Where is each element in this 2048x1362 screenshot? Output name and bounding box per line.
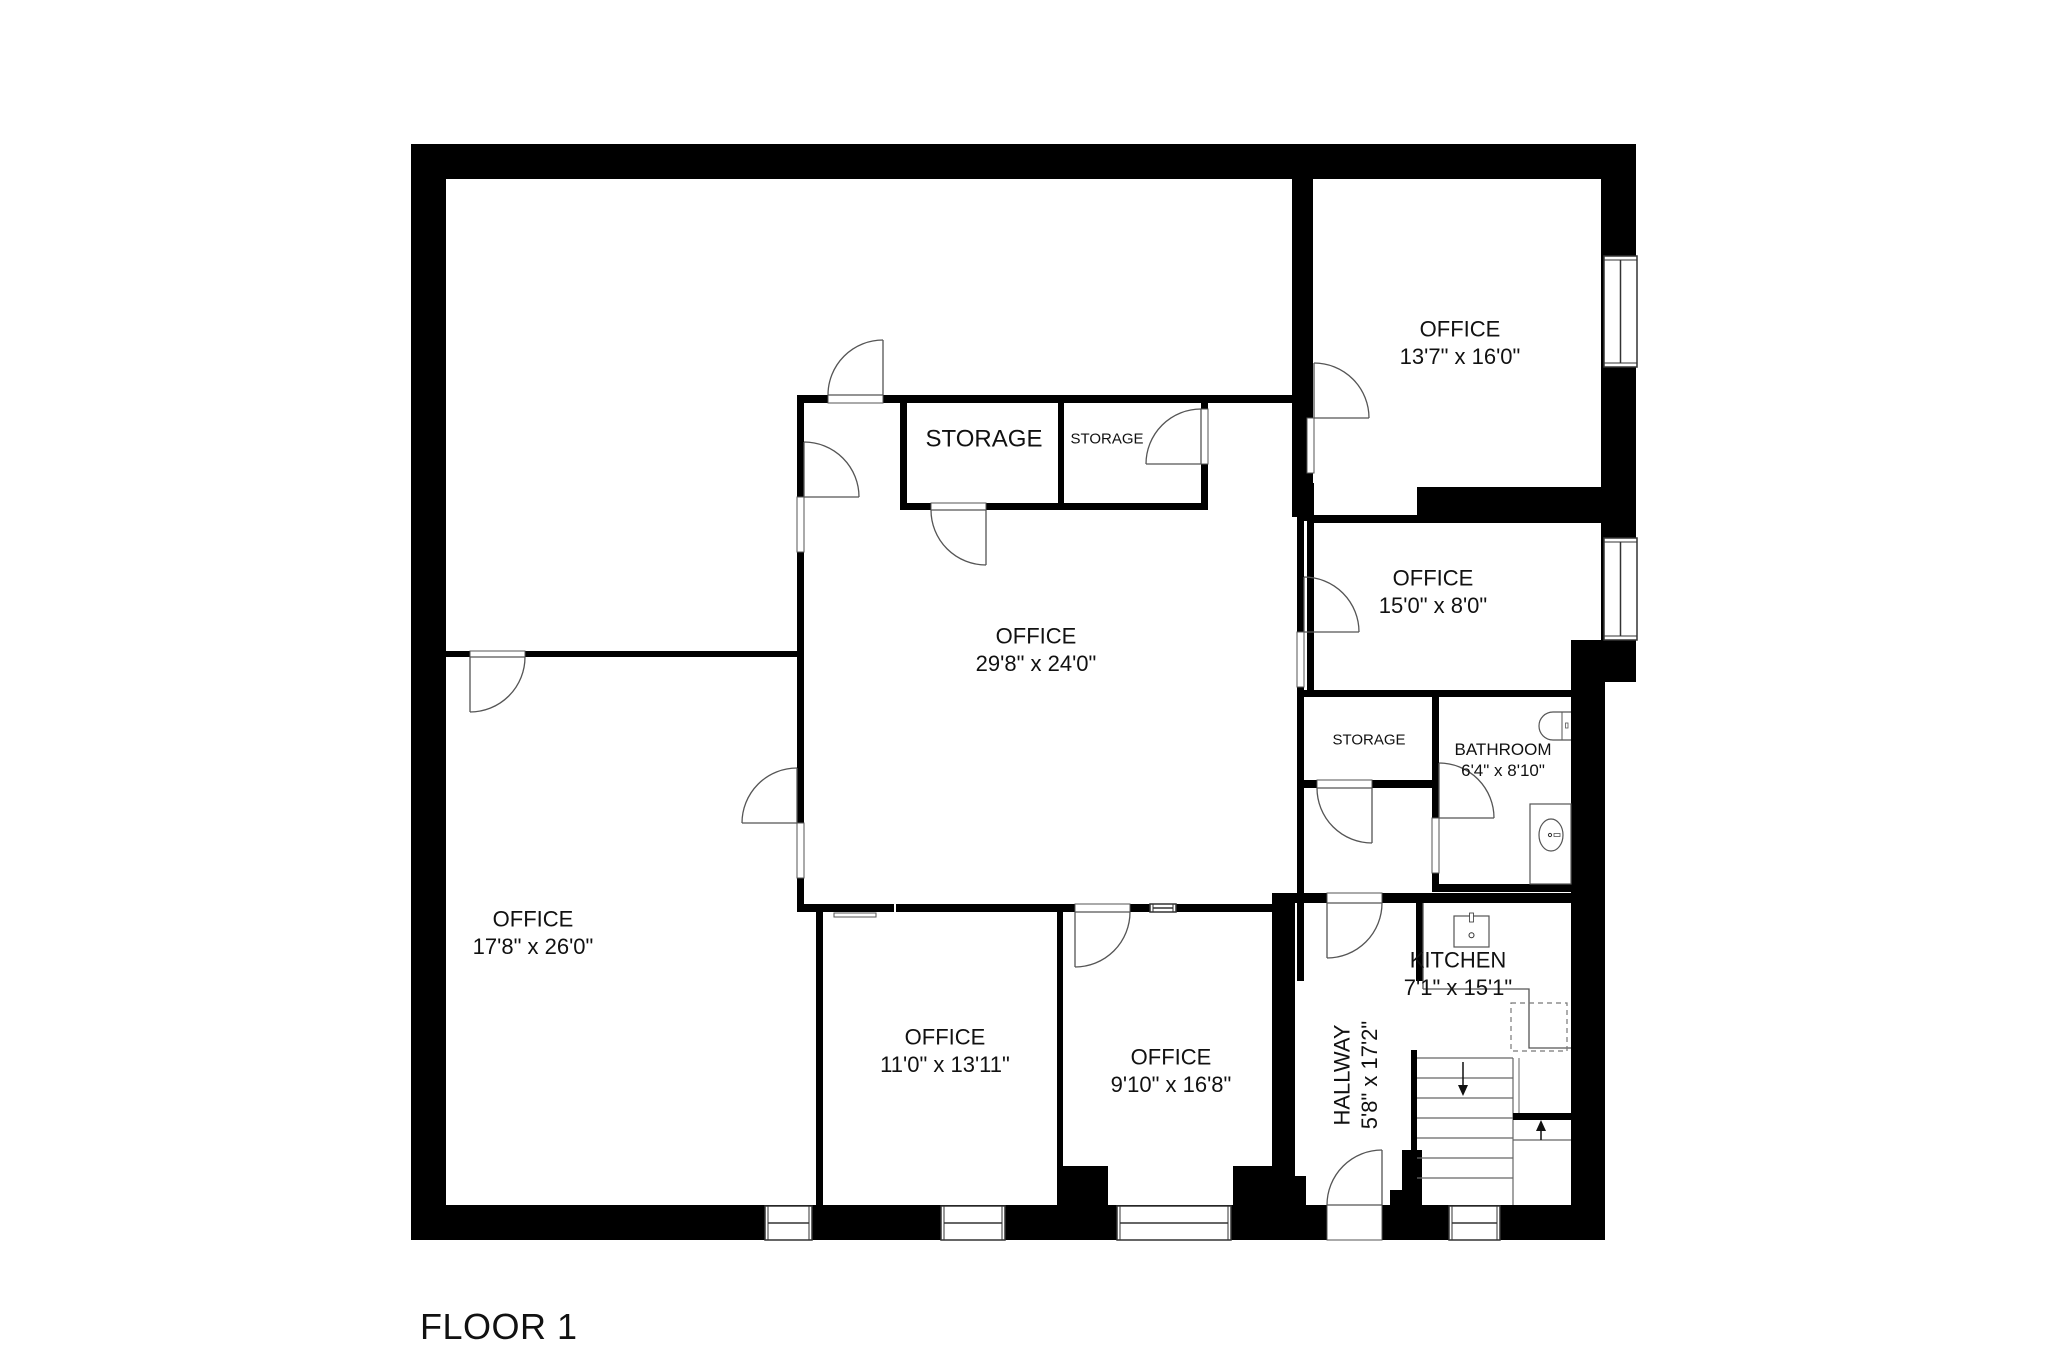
room-label-bathroom: BATHROOM 6'4" x 8'10": [1455, 740, 1552, 780]
room-dimensions: 6'4" x 8'10": [1461, 761, 1545, 780]
window-icon: [940, 1205, 1006, 1241]
wall-segment: [1057, 1166, 1108, 1205]
door-icon[interactable]: [827, 339, 884, 404]
wall-segment: [411, 144, 446, 1240]
wall-segment: [1416, 903, 1423, 981]
door-icon[interactable]: [741, 767, 805, 879]
room-name: BATHROOM: [1455, 740, 1552, 759]
stairs-icon: [1411, 1050, 1571, 1205]
kitchen-counter: [1423, 988, 1571, 1049]
sliding-door-icon[interactable]: [833, 912, 877, 918]
room-name: HALLWAY: [1330, 1024, 1355, 1125]
window-icon: [1448, 1205, 1501, 1241]
wall-segment: [1307, 483, 1314, 693]
room-name: OFFICE: [1393, 566, 1474, 591]
wall-segment: [816, 904, 823, 1205]
wall-segment: [1571, 682, 1605, 1240]
wall-segment: [797, 395, 1313, 403]
floor-label: FLOOR 1: [420, 1306, 578, 1347]
kitchen-sink-icon: [1453, 912, 1490, 948]
doors: [469, 339, 1495, 1241]
wall-segment: [1432, 884, 1571, 892]
room-label-storage-1: STORAGE: [926, 425, 1043, 452]
room-name: OFFICE: [1131, 1045, 1212, 1070]
door-icon[interactable]: [1326, 1149, 1383, 1241]
door-icon[interactable]: [796, 441, 860, 553]
walls: [411, 144, 1636, 1240]
bathroom-sink-icon: [1529, 803, 1572, 885]
door-icon[interactable]: [1326, 892, 1383, 959]
room-name: KITCHEN: [1410, 948, 1507, 973]
room-label-storage-2: STORAGE: [1070, 430, 1143, 447]
window-icon: [1603, 537, 1638, 641]
window-icon: [764, 1205, 813, 1241]
window-icon: [1149, 903, 1177, 913]
room-name: OFFICE: [493, 907, 574, 932]
door-icon[interactable]: [930, 502, 987, 566]
wall-segment: [1233, 1166, 1288, 1205]
window-icon: [1603, 255, 1638, 368]
wall-segment: [797, 904, 894, 912]
door-icon[interactable]: [469, 650, 526, 713]
wall-segment: [1297, 483, 1314, 521]
toilet-icon: [1538, 711, 1571, 741]
wall-segment: [1057, 904, 1063, 1205]
wall-segment: [1571, 640, 1636, 682]
wall-segment: [446, 651, 804, 657]
wall-segment: [1390, 1190, 1402, 1205]
wall-segment: [1058, 395, 1064, 510]
room-name: OFFICE: [996, 624, 1077, 649]
wall-segment: [1432, 690, 1439, 892]
wall-segment: [900, 395, 907, 510]
wall-segment: [1307, 515, 1601, 523]
room-dimensions: 13'7" x 16'0": [1400, 344, 1521, 369]
room-dimensions: 17'8" x 26'0": [473, 934, 594, 959]
fixtures: [1411, 711, 1572, 1205]
wall-segment: [1272, 893, 1295, 1205]
room-dimensions: 7'1" x 15'1": [1404, 975, 1512, 1000]
door-icon[interactable]: [1145, 408, 1209, 465]
room-dimensions: 15'0" x 8'0": [1379, 593, 1487, 618]
door-icon[interactable]: [1296, 576, 1360, 688]
appliance-outline: [1510, 1002, 1568, 1052]
wall-segment: [1288, 1176, 1306, 1205]
door-icon[interactable]: [1431, 762, 1495, 874]
door-icon[interactable]: [1306, 362, 1370, 474]
wall-segment: [900, 503, 1208, 510]
room-dimensions: 9'10" x 16'8": [1111, 1072, 1232, 1097]
wall-segment: [411, 144, 1636, 179]
room-dimensions: 5'8" x 17'2": [1357, 1021, 1382, 1129]
window-icon: [1116, 1205, 1232, 1241]
room-name: OFFICE: [905, 1025, 986, 1050]
wall-segment: [411, 1205, 1605, 1240]
windows: [764, 255, 1638, 1241]
room-dimensions: 11'0" x 13'11": [880, 1052, 1010, 1077]
door-icon[interactable]: [1074, 903, 1131, 968]
wall-segment: [1297, 690, 1304, 788]
door-icon[interactable]: [1316, 779, 1373, 844]
wall-segment: [1414, 893, 1571, 903]
room-name: OFFICE: [1420, 317, 1501, 342]
room-dimensions: 29'8" x 24'0": [976, 651, 1097, 676]
room-label-storage-3: STORAGE: [1332, 731, 1405, 748]
